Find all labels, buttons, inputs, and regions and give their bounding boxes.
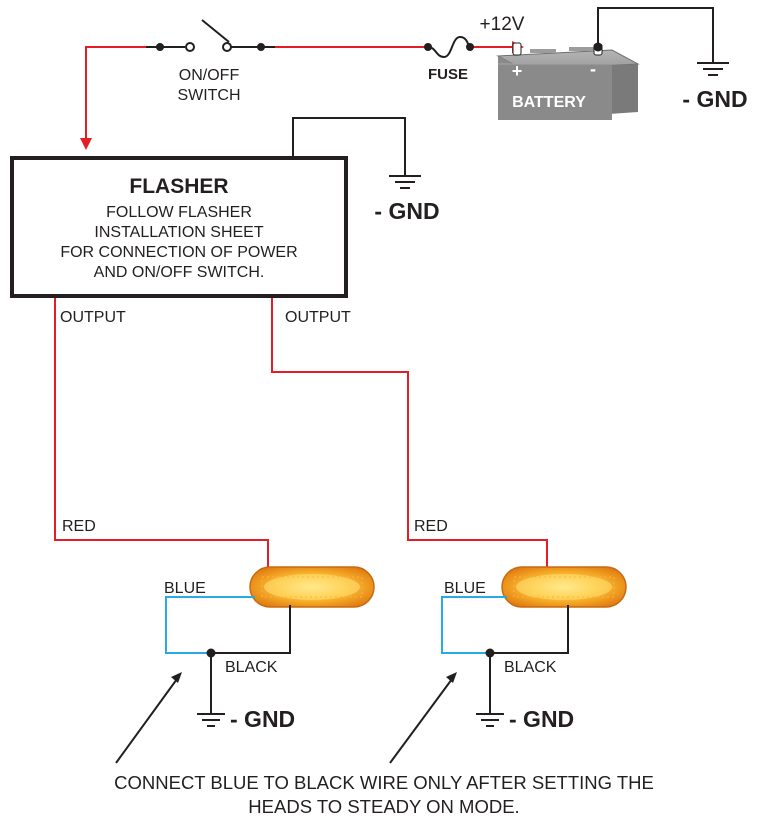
switch-node-left <box>156 43 164 51</box>
head-2-gnd-label: - GND <box>509 706 574 732</box>
switch-label-line2: SWITCH <box>177 87 240 104</box>
flasher-line-2: INSTALLATION SHEET <box>94 224 263 241</box>
light-head-1 <box>249 566 375 608</box>
fuse-node-left <box>424 43 432 51</box>
ground-symbol-battery <box>697 62 729 76</box>
fuse-label: FUSE <box>428 66 468 83</box>
flasher-ground-wire <box>292 117 406 175</box>
red-wire-label-2: RED <box>414 518 448 535</box>
fuse-symbol <box>427 35 471 59</box>
feed-arrowhead <box>80 138 92 150</box>
on-off-switch <box>146 19 275 52</box>
output-wires-red <box>54 298 548 575</box>
black-wire-label-1: BLACK <box>225 659 278 676</box>
note-arrow-1 <box>115 672 182 764</box>
note-line-2: HEADS TO STEADY ON MODE. <box>248 796 519 817</box>
battery-positive-terminal <box>512 42 522 56</box>
switch-node-right <box>257 43 265 51</box>
black-wire-2 <box>489 605 569 714</box>
flasher-gnd-label: - GND <box>374 198 439 224</box>
flasher-line-1: FOLLOW FLASHER <box>106 204 252 221</box>
battery-voltage-label: +12V <box>480 14 525 35</box>
power-feed-wire <box>85 46 514 148</box>
flasher-line-4: AND ON/OFF SWITCH. <box>94 264 265 281</box>
switch-label-line1: ON/OFF <box>179 67 240 84</box>
battery <box>496 47 640 120</box>
blue-wire-label-1: BLUE <box>164 580 206 597</box>
ground-symbol-head-1 <box>197 713 225 727</box>
fuse-node-right <box>466 43 474 51</box>
battery-plus-sign: + <box>512 61 523 81</box>
output-label-left: OUTPUT <box>60 309 126 326</box>
battery-ground-node <box>593 42 603 52</box>
battery-minus-sign: - <box>590 59 596 79</box>
head-1-gnd-label: - GND <box>230 706 295 732</box>
light-head-2 <box>501 566 627 608</box>
note-line-1: CONNECT BLUE TO BLACK WIRE ONLY AFTER SE… <box>114 772 654 793</box>
note-arrow-2 <box>389 672 457 764</box>
junction-node-2 <box>485 648 495 658</box>
blue-wire-2 <box>441 596 507 654</box>
junction-node-1 <box>206 648 216 658</box>
ground-symbol-flasher <box>389 175 421 189</box>
battery-label: BATTERY <box>512 94 586 111</box>
flasher-title: FLASHER <box>129 175 228 198</box>
ground-symbol-head-2 <box>476 713 504 727</box>
output-label-right: OUTPUT <box>285 309 351 326</box>
blue-wire-label-2: BLUE <box>444 580 486 597</box>
red-wire-label-1: RED <box>62 518 96 535</box>
battery-gnd-label: - GND <box>682 86 747 112</box>
flasher-line-3: FOR CONNECTION OF POWER <box>60 244 297 261</box>
flasher-box <box>10 156 348 298</box>
black-wire-1 <box>210 605 291 714</box>
battery-ground-wire <box>597 7 714 62</box>
blue-wire-1 <box>165 596 255 654</box>
black-wire-label-2: BLACK <box>504 659 557 676</box>
